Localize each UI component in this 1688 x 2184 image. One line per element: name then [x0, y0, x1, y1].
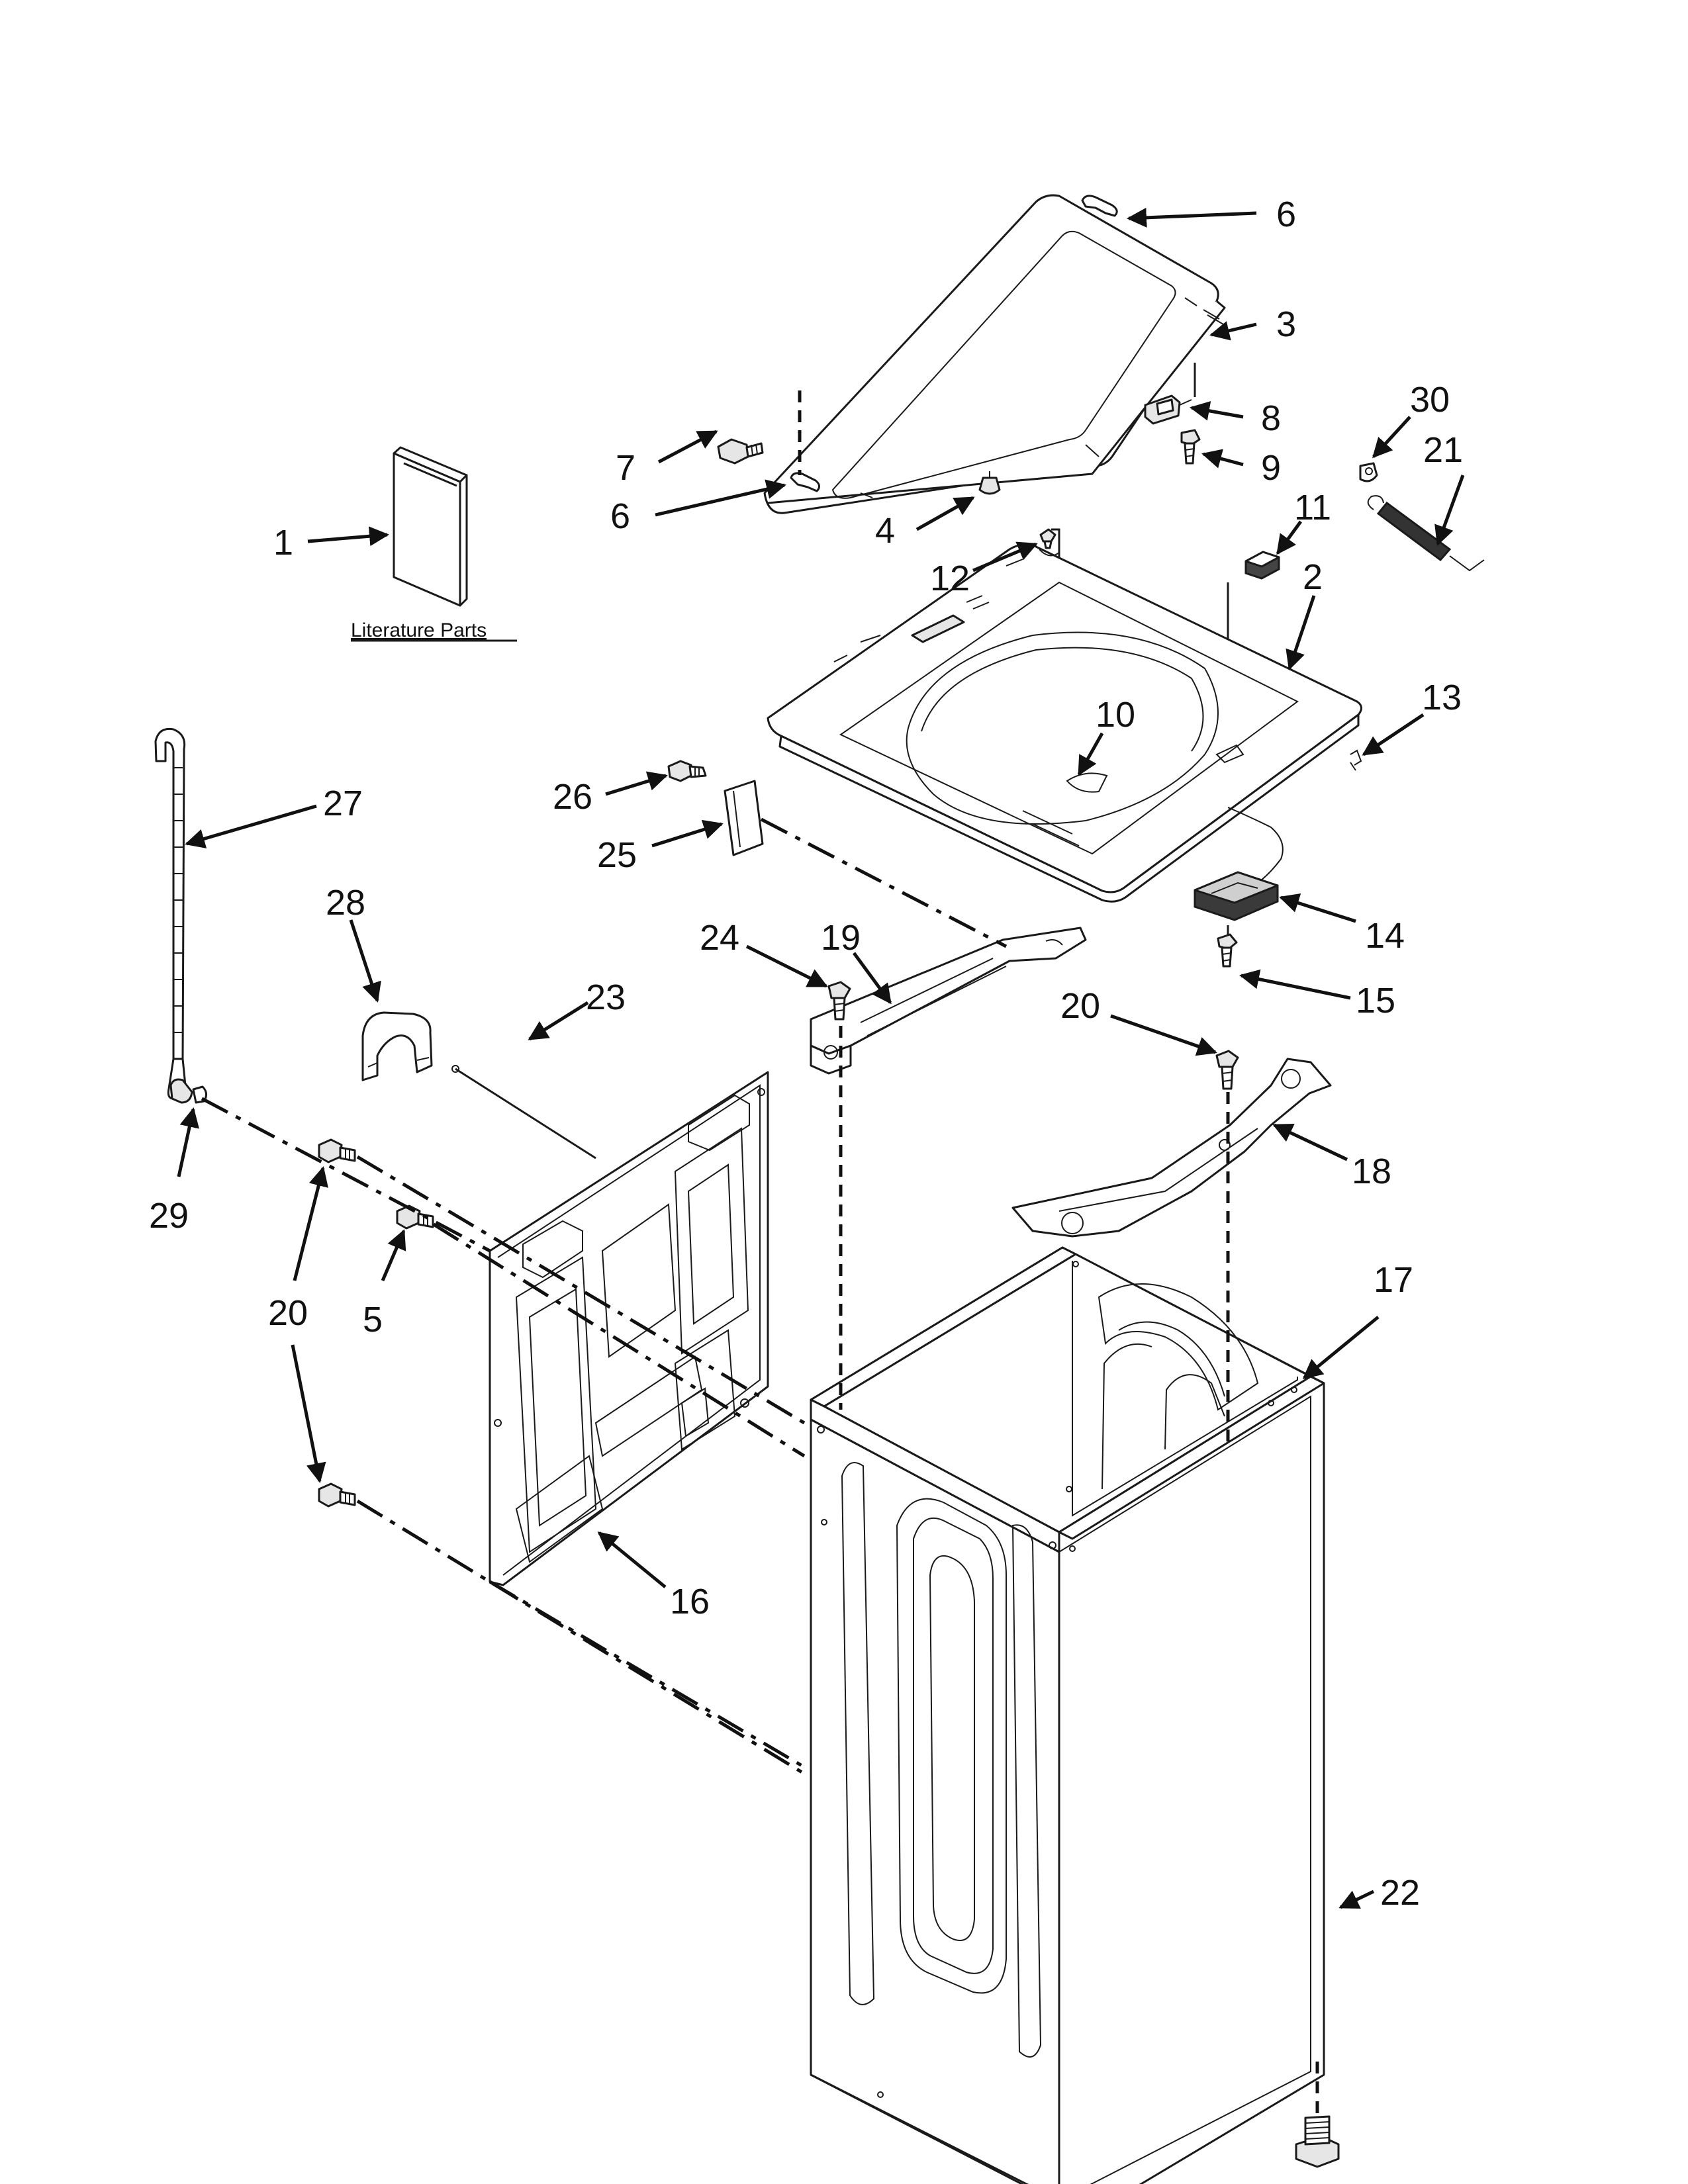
bracket-25 — [724, 780, 764, 856]
callout-25: 25 — [597, 835, 637, 875]
switch-wire — [1227, 807, 1284, 881]
callout-11: 11 — [1294, 488, 1331, 527]
callout-15: 15 — [1356, 981, 1395, 1021]
wire-clip-13 — [1350, 749, 1362, 771]
callout-8: 8 — [1261, 398, 1281, 438]
lid-lock-assembly — [1194, 871, 1279, 921]
lid-switch-actuator — [1244, 551, 1280, 580]
lid-part — [763, 194, 1226, 514]
callout-9: 9 — [1261, 448, 1281, 488]
literature-parts-label: Literature Parts — [351, 619, 487, 641]
callout-16: 16 — [670, 1582, 710, 1621]
callout-12: 12 — [930, 559, 970, 598]
leveling-foot — [1295, 2115, 1340, 2168]
callout-17: 17 — [1374, 1260, 1413, 1300]
callout-20-rear: 20 — [1060, 986, 1100, 1026]
callout-19: 19 — [821, 918, 861, 958]
callout-22: 22 — [1380, 1873, 1420, 1913]
screw-20-upper — [318, 1138, 356, 1163]
callout-10: 10 — [1096, 695, 1135, 735]
counterbalance-spring — [1367, 495, 1485, 572]
literature-parts-book — [393, 446, 468, 607]
top-screw-12 — [1039, 528, 1056, 549]
callout-6-bottom: 6 — [610, 496, 630, 536]
callout-4: 4 — [875, 511, 895, 551]
switch-screw — [1180, 429, 1201, 465]
callout-5: 5 — [363, 1300, 383, 1340]
screw-20-rear — [1215, 1050, 1239, 1090]
callout-7: 7 — [616, 448, 635, 488]
callout-26: 26 — [553, 777, 592, 817]
drain-hose — [154, 727, 187, 1100]
rear-bracket-18 — [1011, 1058, 1332, 1238]
callout-23: 23 — [586, 978, 626, 1017]
hose-clamp-29 — [169, 1078, 207, 1104]
hose-guide-28 — [361, 1011, 433, 1081]
callout-1: 1 — [273, 523, 293, 563]
callout-29: 29 — [149, 1196, 189, 1236]
callout-24: 24 — [700, 918, 739, 958]
cabinet — [810, 1246, 1325, 2184]
rod-23 — [451, 1065, 596, 1160]
screw-26 — [667, 760, 707, 782]
lock-screw-15 — [1217, 933, 1238, 968]
callout-2: 2 — [1303, 557, 1323, 597]
lid-screw — [717, 438, 764, 465]
top-cover — [767, 543, 1362, 903]
callout-6-top: 6 — [1276, 195, 1296, 234]
callout-27: 27 — [323, 784, 363, 823]
hinge-pin-bottom — [790, 472, 820, 492]
rear-panel — [489, 1071, 769, 1586]
callout-28: 28 — [326, 883, 365, 923]
screw-24 — [827, 981, 851, 1021]
spring-hook-clip — [1359, 462, 1378, 482]
callout-18: 18 — [1352, 1152, 1391, 1191]
callout-14: 14 — [1365, 916, 1405, 956]
callout-30: 30 — [1410, 380, 1450, 420]
lid-bumper — [978, 471, 1001, 495]
callout-13: 13 — [1422, 678, 1462, 717]
hinge-pin-top — [1081, 195, 1118, 217]
callout-21: 21 — [1423, 430, 1463, 470]
screw-20-lower — [318, 1482, 356, 1508]
callout-20-left: 20 — [268, 1293, 308, 1333]
lid-switch — [1144, 394, 1192, 425]
callout-3: 3 — [1276, 304, 1296, 344]
